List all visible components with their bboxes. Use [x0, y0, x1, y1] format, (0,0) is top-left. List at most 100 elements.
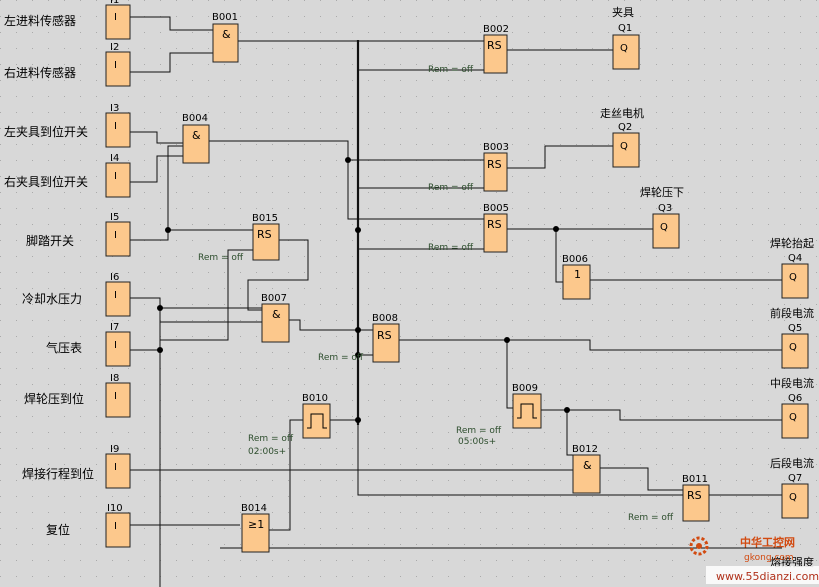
output-Q2-label: 走丝电机: [600, 106, 644, 120]
input-I3[interactable]: 左夹具到位开关 I3 I: [4, 103, 131, 148]
input-I4-id: I4: [110, 153, 119, 164]
output-Q7-id: Q7: [788, 473, 802, 484]
block-B008-rem: Rem = off: [318, 353, 364, 363]
block-B012-id: B012: [572, 444, 598, 455]
block-B003-id: B003: [483, 142, 509, 153]
input-I5[interactable]: 脚踏开关 I5 I: [26, 212, 131, 257]
block-B010-id: B010: [302, 393, 328, 404]
block-B002-symbol: RS: [487, 39, 502, 52]
input-I6[interactable]: 冷却水压力 I6 I: [22, 272, 131, 317]
output-Q2-symbol: Q: [620, 141, 628, 152]
output-Q1[interactable]: 夹具 Q1 Q: [612, 6, 640, 70]
block-B003[interactable]: B003 RS Rem = off: [428, 142, 509, 193]
block-B009-rem: Rem = off: [456, 426, 502, 436]
input-I6-symbol: I: [114, 290, 117, 301]
output-Q6-symbol: Q: [789, 412, 797, 423]
block-B012[interactable]: B012 &: [572, 444, 601, 494]
output-Q6[interactable]: 中段电流 Q6 Q: [770, 376, 814, 439]
output-Q3-id: Q3: [658, 203, 672, 214]
input-I10-label: 复位: [46, 522, 70, 537]
output-Q5-symbol: Q: [789, 342, 797, 353]
block-B014[interactable]: B014 ≥1: [241, 503, 270, 553]
input-I9[interactable]: 焊接行程到位 I9 I: [22, 444, 131, 489]
input-I1-symbol: I: [114, 12, 117, 23]
block-B002-id: B002: [483, 24, 509, 35]
input-I8[interactable]: 焊轮压到位 I8 I: [24, 373, 131, 418]
block-B008[interactable]: B008 RS Rem = off: [318, 313, 400, 363]
input-I5-symbol: I: [114, 230, 117, 241]
input-I1-id: I1: [110, 0, 119, 6]
input-I1[interactable]: 左进料传感器 I1 I: [4, 0, 131, 40]
block-B002-rem: Rem = off: [428, 65, 474, 75]
watermark-url: www.55dianzi.com: [716, 570, 819, 583]
input-I1-label: 左进料传感器: [4, 13, 76, 28]
input-I5-id: I5: [110, 212, 119, 223]
block-B003-symbol: RS: [487, 158, 502, 171]
block-B006[interactable]: B006 1: [562, 254, 591, 300]
input-I9-id: I9: [110, 444, 119, 455]
input-I9-label: 焊接行程到位: [22, 466, 94, 481]
input-I2[interactable]: 右进料传感器 I2 I: [4, 42, 131, 87]
input-I5-label: 脚踏开关: [26, 233, 74, 248]
input-I2-label: 右进料传感器: [4, 65, 76, 80]
input-I7-id: I7: [110, 322, 119, 333]
block-B011-id: B011: [682, 474, 708, 485]
input-I8-label: 焊轮压到位: [24, 391, 84, 406]
block-B007-id: B007: [261, 293, 287, 304]
input-I7[interactable]: 气压表 I7 I: [46, 322, 131, 367]
block-B010[interactable]: B010 Rem = off 02:00s+: [248, 393, 331, 457]
block-B006-id: B006: [562, 254, 588, 265]
block-B015[interactable]: B015 RS Rem = off: [198, 213, 280, 263]
input-I4[interactable]: 右夹具到位开关 I4 I: [4, 153, 131, 198]
output-Q4-symbol: Q: [789, 272, 797, 283]
output-Q4[interactable]: 焊轮抬起 Q4 Q: [770, 236, 814, 299]
input-I2-id: I2: [110, 42, 119, 53]
block-B002[interactable]: B002 RS Rem = off: [428, 24, 509, 75]
block-B005[interactable]: B005 RS Rem = off: [428, 203, 509, 253]
output-Q3-symbol: Q: [660, 222, 668, 233]
output-Q7-symbol: Q: [789, 492, 797, 503]
block-B004-symbol: &: [192, 129, 201, 142]
input-I8-symbol: I: [114, 391, 117, 402]
output-Q3[interactable]: 焊轮压下 Q3 Q: [640, 185, 684, 249]
input-I3-id: I3: [110, 103, 119, 114]
block-B011-rem: Rem = off: [628, 513, 674, 523]
block-B008-symbol: RS: [377, 329, 392, 342]
output-Q5-label: 前段电流: [770, 306, 814, 320]
output-Q6-id: Q6: [788, 393, 802, 404]
input-I8-id: I8: [110, 373, 119, 384]
input-I10-id: I10: [107, 503, 123, 514]
output-Q5[interactable]: 前段电流 Q5 Q: [770, 306, 814, 369]
output-Q2-id: Q2: [618, 122, 632, 133]
block-B011-symbol: RS: [687, 489, 702, 502]
block-B010-rem: Rem = off: [248, 434, 294, 444]
input-I6-label: 冷却水压力: [22, 292, 82, 306]
block-B009[interactable]: B009 Rem = off 05:00s+: [456, 383, 542, 447]
block-B015-symbol: RS: [257, 228, 272, 241]
output-Q3-label: 焊轮压下: [640, 185, 684, 199]
block-B001[interactable]: B001 &: [212, 12, 239, 63]
output-Q1-label: 夹具: [612, 6, 634, 19]
partial-output-label: 熔接强度: [770, 555, 814, 569]
input-I10-symbol: I: [114, 521, 117, 532]
block-B012-symbol: &: [583, 459, 592, 472]
output-Q1-id: Q1: [618, 23, 632, 34]
block-B007[interactable]: B007 &: [261, 293, 290, 343]
output-Q4-label: 焊轮抬起: [770, 236, 814, 250]
block-B015-rem: Rem = off: [198, 253, 244, 263]
block-B009-id: B009: [512, 383, 538, 394]
output-Q7[interactable]: 后段电流 Q7 Q: [770, 456, 814, 519]
block-B008-id: B008: [372, 313, 398, 324]
block-B001-symbol: &: [222, 28, 231, 41]
input-I9-symbol: I: [114, 462, 117, 473]
block-B005-symbol: RS: [487, 218, 502, 231]
output-Q2[interactable]: 走丝电机 Q2 Q: [600, 106, 644, 168]
block-B003-rem: Rem = off: [428, 183, 474, 193]
block-B010-time: 02:00s+: [248, 447, 286, 457]
block-B011[interactable]: B011 RS Rem = off: [628, 474, 710, 523]
block-B004-id: B004: [182, 113, 208, 124]
input-I4-symbol: I: [114, 171, 117, 182]
input-I10[interactable]: 复位 I10 I: [46, 503, 131, 548]
input-I4-label: 右夹具到位开关: [4, 174, 88, 189]
block-B004[interactable]: B004 &: [182, 113, 210, 164]
